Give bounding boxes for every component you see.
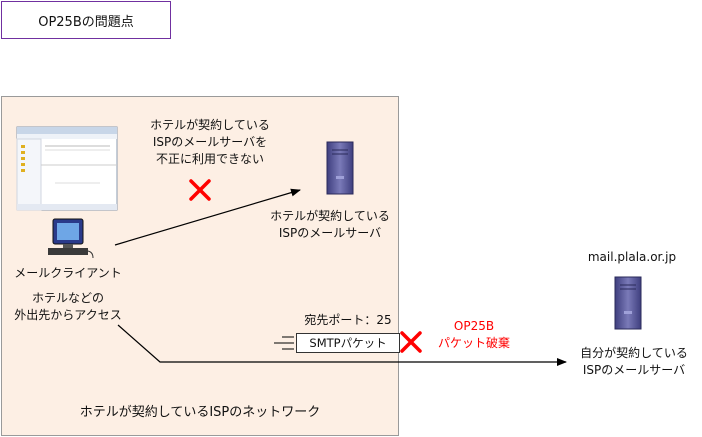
- smtp-packet: SMTPパケット: [296, 333, 400, 353]
- access-label-line: ホテルなどの: [31, 291, 104, 305]
- hotel-server-label-line: ISPのメールサーバ: [278, 226, 382, 240]
- hotel-server-label-line: ホテルが契約している: [270, 209, 390, 223]
- blocked-note-line: ホテルが契約している: [150, 118, 270, 132]
- own-server-label-line: ISPのメールサーバ: [582, 363, 686, 377]
- network-label: ホテルが契約しているISPのネットワーク: [79, 405, 321, 420]
- blocked-note: ホテルが契約している ISPのメールサーバを 不正に利用できない: [130, 117, 290, 168]
- computer-icon: [48, 218, 94, 259]
- arrow-to-own-server: [117, 324, 567, 366]
- op25b-label-line: OP25B: [453, 319, 495, 333]
- blocked-note-line: ISPのメールサーバを: [152, 135, 268, 149]
- client-label: メールクライアント: [14, 266, 122, 280]
- cross-icon-upper: [189, 179, 211, 201]
- cross-icon-op25b: [400, 331, 422, 353]
- packet-motion-lines: [274, 336, 294, 350]
- own-server-label: 自分が契約している ISPのメールサーバ: [570, 345, 698, 379]
- mail-app-screenshot-icon: [16, 126, 118, 211]
- arrow-to-hotel-server: [114, 188, 301, 246]
- hotel-server-icon: [326, 141, 354, 195]
- own-server-icon: [614, 276, 642, 330]
- access-label-line: 外出先からアクセス: [14, 308, 122, 322]
- port-label: 宛先ポート：25: [304, 313, 392, 327]
- diagram-title: OP25Bの問題点: [1, 1, 171, 39]
- op25b-label-line: パケット破棄: [437, 336, 510, 350]
- op25b-label: OP25B パケット破棄: [426, 318, 522, 352]
- hotel-server-label: ホテルが契約している ISPのメールサーバ: [258, 208, 402, 242]
- blocked-note-line: 不正に利用できない: [155, 152, 264, 166]
- access-label: ホテルなどの 外出先からアクセス: [0, 290, 136, 324]
- own-server-label-line: 自分が契約している: [580, 346, 688, 360]
- remote-host-label: mail.plala.or.jp: [587, 250, 677, 264]
